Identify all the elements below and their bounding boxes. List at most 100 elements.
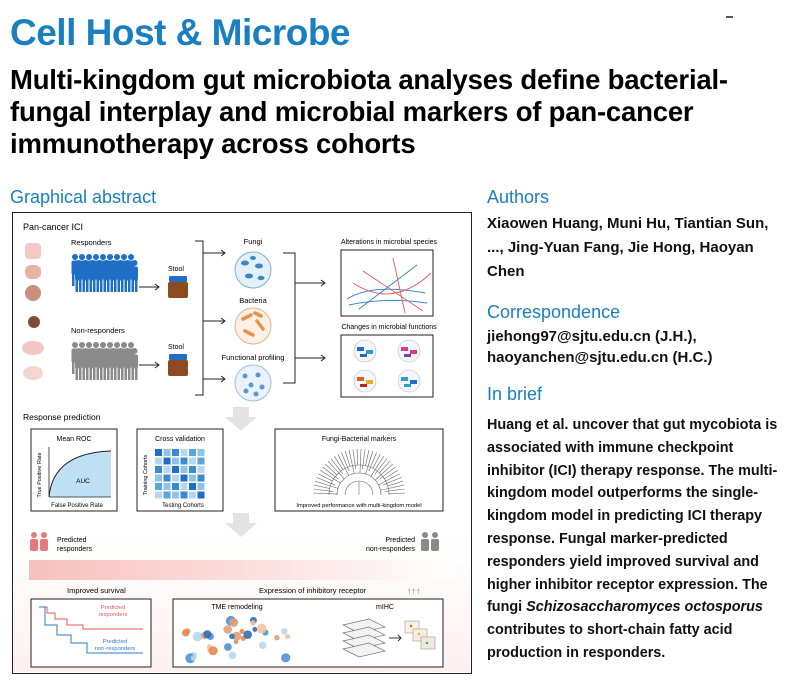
tree-branch — [359, 449, 362, 474]
brief-part1: Huang et al. uncover that gut mycobiota … — [487, 417, 778, 616]
tree-branch — [379, 466, 396, 480]
tree-branch — [315, 480, 339, 489]
non-responders-crowd — [71, 342, 138, 380]
tree-branch — [320, 470, 341, 484]
tree-branch — [384, 470, 398, 480]
non-responder-person — [117, 348, 124, 380]
tree-branch — [327, 460, 345, 479]
cv-cell — [163, 474, 171, 482]
cv-cell — [197, 457, 205, 465]
non-responder-person — [75, 348, 82, 380]
tme-cell — [252, 626, 258, 632]
tme-cell — [232, 631, 242, 641]
cross-validation-grid — [155, 449, 205, 499]
cv-cell — [189, 491, 196, 499]
tree-branch — [344, 451, 351, 467]
tree-branch — [316, 477, 336, 486]
tree-branch — [362, 449, 366, 470]
non-responder-person — [96, 348, 103, 380]
cv-cell — [163, 466, 171, 473]
cv-cell — [197, 474, 205, 482]
tme-cell — [274, 635, 280, 641]
non-responder-person — [103, 348, 110, 380]
cv-cell — [180, 449, 188, 456]
mihc-slides — [341, 618, 387, 658]
tree-arc — [336, 472, 382, 496]
tme-cell — [190, 655, 196, 661]
cv-cell — [172, 491, 179, 499]
cv-cell — [155, 466, 162, 473]
tree-branch — [365, 450, 370, 466]
bracket-right — [283, 252, 326, 384]
tree-branch — [388, 492, 405, 494]
cv-cell — [189, 466, 196, 473]
tree-branch — [318, 473, 333, 482]
down-arrow-1 — [225, 407, 257, 431]
expression-label: Expression of inhibitory receptor — [259, 586, 367, 595]
roc-curve — [48, 450, 112, 498]
responder-person — [103, 260, 110, 292]
expression-arrows: ↑↑↑ — [407, 586, 421, 596]
survival-curve-responders — [39, 606, 143, 630]
predicted-non-responder-icon — [421, 532, 439, 551]
tree-branch — [382, 477, 402, 486]
responder-person — [96, 260, 103, 292]
responder-person — [131, 260, 138, 292]
cv-cell — [189, 457, 196, 465]
non-responder-person — [131, 348, 138, 380]
tme-cells — [181, 615, 291, 664]
tree-branch — [324, 463, 338, 475]
functional-profiling-label: Functional profiling — [222, 353, 285, 362]
stool-jar-top — [168, 276, 188, 298]
non-responder-person — [82, 348, 89, 380]
testing-cohorts-label: Testing Cohorts — [162, 503, 204, 509]
tree-arc — [328, 464, 390, 496]
cv-cell — [163, 483, 171, 490]
markers-box — [274, 428, 444, 512]
cv-cell — [180, 466, 188, 473]
tree-branch — [330, 458, 344, 475]
responder-person — [75, 260, 82, 292]
changes-label: Changes in microbial functions — [341, 324, 437, 331]
tme-cell — [208, 646, 218, 656]
non-responder-person — [89, 348, 96, 380]
responders-crowd — [71, 254, 138, 292]
email-jh[interactable]: jiehong97@sjtu.edu.cn (J.H.), — [487, 328, 697, 345]
tree-branch — [341, 452, 350, 472]
cv-cell — [172, 457, 179, 465]
brief-part2: contributes to short-chain fatty acid pr… — [487, 622, 733, 661]
journal-name: Cell Host & Microbe — [10, 12, 351, 53]
changes-circles — [353, 339, 421, 393]
tree-branch — [372, 454, 381, 469]
fungi-label: Fungi — [244, 237, 263, 246]
bacteria-cells — [241, 311, 265, 337]
tree-branch — [313, 492, 338, 495]
improved-survival-label: Improved survival — [67, 586, 126, 595]
survival-predicted-non-1: Predicted — [103, 639, 128, 645]
functional-circle — [234, 364, 272, 402]
responder-person — [124, 260, 131, 292]
article-title: Multi-kingdom gut microbiota analyses de… — [10, 64, 728, 159]
functional-particles — [242, 372, 265, 397]
tree-branch — [378, 473, 400, 486]
expression-box — [172, 598, 444, 668]
tree-branch — [379, 460, 391, 474]
cv-cell — [163, 491, 171, 499]
graphical-abstract-figure: Pan-cancer ICI Responders Non-responders… — [13, 222, 470, 672]
tree-branch — [365, 451, 374, 475]
tme-cell — [250, 620, 256, 626]
pan-cancer-label: Pan-cancer ICI — [23, 222, 83, 232]
email-hc[interactable]: haoyanchen@sjtu.edu.cn (H.C.) — [487, 349, 713, 366]
tme-cell — [181, 629, 190, 637]
predicted-non-responders-label-1: Predicted — [385, 537, 415, 544]
tme-cell — [192, 631, 203, 642]
responder-person — [89, 260, 96, 292]
non-responder-person — [124, 348, 131, 380]
cross-validation-label: Cross validation — [155, 436, 205, 443]
tree-branch — [374, 458, 388, 475]
tme-cell — [223, 625, 232, 634]
mihc-images — [404, 620, 436, 650]
tme-cell — [229, 633, 235, 640]
cv-cell — [155, 483, 162, 490]
improved-performance-label: Improved performance with multi-kingdom … — [296, 503, 421, 509]
